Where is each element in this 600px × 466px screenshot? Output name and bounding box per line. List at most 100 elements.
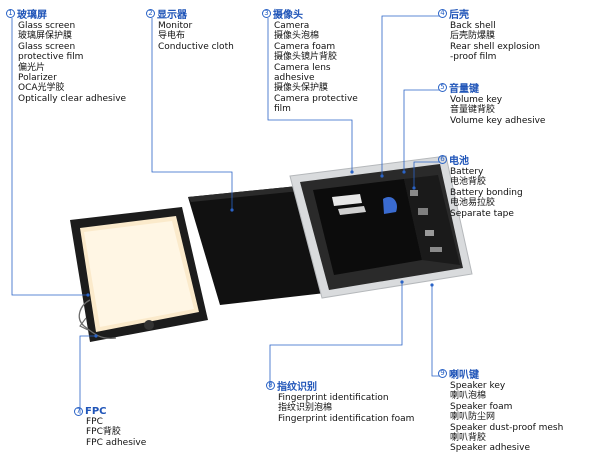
callout-line: Camera foam — [274, 41, 336, 52]
callout-line: 玻璃屏保护膜 — [18, 31, 73, 42]
callout-line: 喇叭背胶 — [450, 433, 487, 444]
leader-line — [11, 18, 88, 296]
callout-line: Fingerprint identification foam — [278, 413, 415, 424]
callout-line: 摄像头保护膜 — [274, 83, 329, 94]
leader-endpoint-dot — [230, 208, 234, 212]
callout-line: 喇叭泡棉 — [450, 391, 487, 402]
opening-pick — [383, 196, 397, 214]
callout-title: 玻璃屏 — [17, 10, 47, 21]
display-panel — [188, 186, 334, 305]
leader-line — [381, 15, 440, 176]
home-button-icon — [144, 320, 154, 330]
callout-number-badge: 3 — [262, 9, 271, 18]
fpc-ribbon — [78, 299, 117, 340]
leader-line — [431, 285, 440, 377]
callout-line: Speaker adhesive — [450, 443, 530, 454]
callout-title: 喇叭键 — [449, 370, 479, 381]
callout-line: 电池背胶 — [450, 177, 487, 188]
callout-number-badge: 9 — [438, 369, 447, 378]
leader-line — [413, 161, 440, 188]
callout-line: Polarizer — [18, 73, 57, 84]
callout-line: OCA光学胶 — [18, 83, 65, 94]
callout-line: Speaker key — [450, 381, 506, 391]
callout-line: Camera protective — [274, 93, 358, 104]
callout-line: Camera lens — [274, 62, 331, 73]
callout-line: Conductive cloth — [158, 41, 234, 52]
leader-line — [403, 89, 440, 172]
callout-line: 偏光片 — [18, 62, 46, 73]
leader-endpoint-dot — [380, 174, 384, 178]
callout-title: 后壳 — [449, 10, 469, 21]
callout-line: 电池易拉胶 — [450, 198, 496, 209]
callout-line: Rear shell explosion — [450, 41, 541, 52]
leader-endpoint-dot — [86, 293, 90, 297]
callout-line: 摄像头泡棉 — [274, 31, 320, 42]
callout-line: Speaker foam — [450, 401, 513, 412]
callout-title: 指纹识别 — [277, 382, 317, 393]
leader-endpoint-dot — [94, 334, 98, 338]
callout-line: Glass screen — [18, 41, 76, 52]
callout-line: adhesive — [274, 73, 315, 84]
callout-line: film — [274, 104, 291, 115]
callout-number-badge: 6 — [438, 155, 447, 164]
callout-line: 摄像头镜片背胶 — [274, 52, 338, 63]
callout-line: FPC — [86, 417, 103, 427]
leader-line — [151, 18, 233, 210]
callout-line: Monitor — [158, 21, 193, 31]
callout-line: 音量键背胶 — [450, 105, 496, 116]
callout-line: FPC adhesive — [86, 437, 147, 448]
leader-endpoint-dot — [350, 170, 354, 174]
callout-number-badge: 8 — [266, 381, 275, 390]
callout-title: FPC — [85, 406, 107, 417]
leader-line — [79, 335, 96, 414]
callout-line: Battery bonding — [450, 187, 523, 198]
callout-line: Speaker dust-proof mesh — [450, 422, 564, 433]
callout-line: Separate tape — [450, 208, 514, 219]
callout-title: 电池 — [449, 156, 469, 167]
logic-board — [404, 175, 460, 265]
leader-line — [267, 18, 353, 172]
callout-line: 喇叭防尘网 — [450, 412, 496, 423]
callout-title: 摄像头 — [273, 10, 303, 21]
back-shell-assembly — [289, 155, 473, 299]
callout-number-badge: 1 — [6, 9, 15, 18]
leader-endpoint-dot — [430, 283, 434, 287]
callout-line: Back shell — [450, 21, 496, 31]
glass-screen-panel — [70, 207, 208, 342]
callout-line: Volume key — [450, 95, 503, 105]
leader-line — [269, 282, 403, 388]
callout-line: 导电布 — [158, 31, 186, 42]
callout-line: 指纹识别泡棉 — [278, 403, 333, 414]
callout-line: FPC背胶 — [86, 427, 121, 438]
leader-endpoint-dot — [412, 186, 416, 190]
callout-number-badge: 5 — [438, 83, 447, 92]
leader-endpoint-dot — [402, 170, 406, 174]
callout-line: Camera — [274, 21, 310, 31]
leader-endpoint-dot — [400, 280, 404, 284]
callout-line: Glass screen — [18, 21, 76, 31]
callout-line: Battery — [450, 167, 484, 177]
callout-number-badge: 7 — [74, 407, 83, 416]
callout-line: Volume key adhesive — [450, 115, 546, 126]
callout-title: 音量键 — [449, 84, 479, 95]
callout-line: Optically clear adhesive — [18, 93, 127, 104]
callout-line: protective film — [18, 52, 84, 63]
